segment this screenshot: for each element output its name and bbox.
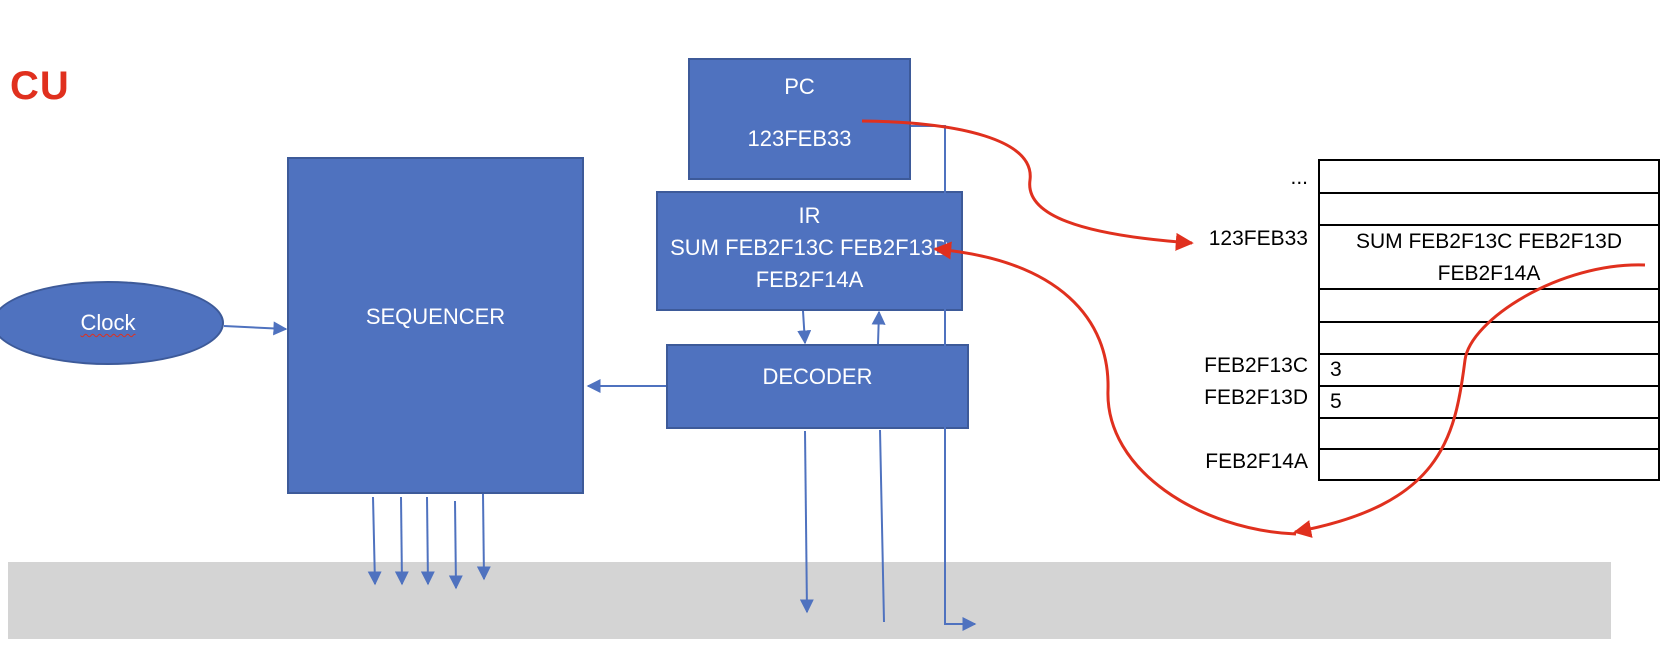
memory-row-result xyxy=(1320,448,1658,479)
clock-node: Clock xyxy=(0,281,224,365)
bus-to-decoder-line xyxy=(879,429,885,623)
memory-to-ir-arrow xyxy=(1293,263,1646,538)
memory-address-instr: 123FEB33 xyxy=(1208,227,1308,250)
ir-instruction-line1: SUM FEB2F13C FEB2F13D xyxy=(670,235,949,260)
memory-to-ir-return-arrow xyxy=(933,241,1297,536)
memory-address-op2: FEB2F13D xyxy=(1204,386,1308,409)
sequencer-label: SEQUENCER xyxy=(365,304,506,329)
ir-label: IR xyxy=(798,203,821,228)
memory-row xyxy=(1320,288,1658,321)
decoder-block: DECODER xyxy=(666,344,969,429)
control-line-arrow xyxy=(448,500,463,590)
decoder-label: DECODER xyxy=(762,364,873,389)
pc-register: PC 123FEB33 xyxy=(688,58,911,180)
clock-to-sequencer-arrow xyxy=(223,321,288,336)
memory-row-instruction: SUM FEB2F13C FEB2F13D FEB2F14A xyxy=(1320,224,1658,288)
ir-register: IR SUM FEB2F13C FEB2F13D FEB2F14A xyxy=(656,191,963,311)
sequencer-block: SEQUENCER xyxy=(287,157,584,494)
decoder-to-ir-arrow xyxy=(871,310,886,345)
pc-value: 123FEB33 xyxy=(747,126,852,151)
memory-op1-value: 3 xyxy=(1330,358,1342,381)
control-line-arrow xyxy=(367,496,382,586)
memory-row-op1: 3 xyxy=(1320,353,1658,385)
memory-address-result: FEB2F14A xyxy=(1205,450,1308,473)
pc-label: PC xyxy=(784,74,815,99)
ir-to-decoder-arrow xyxy=(797,310,812,345)
decoder-bus-arrow xyxy=(799,430,814,614)
memory-row xyxy=(1320,192,1658,224)
memory-row-op2: 5 xyxy=(1320,385,1658,417)
cu-title: CU xyxy=(10,64,70,108)
pc-to-memory-arrow xyxy=(861,119,1194,251)
pc-bus-connector xyxy=(911,125,977,631)
memory-ellipsis: ... xyxy=(1290,166,1308,189)
control-line-arrow xyxy=(420,496,435,586)
memory-instr-line1: SUM FEB2F13C FEB2F13D xyxy=(1355,230,1623,253)
ir-instruction-line2: FEB2F14A xyxy=(755,267,864,292)
control-line-arrow xyxy=(476,493,491,581)
memory-op2-value: 5 xyxy=(1330,390,1342,413)
memory-address-op1: FEB2F13C xyxy=(1204,354,1308,377)
memory-instr-line2: FEB2F14A xyxy=(1437,262,1541,285)
control-line-arrow xyxy=(394,496,409,586)
clock-label: Clock xyxy=(80,310,136,335)
memory-row xyxy=(1320,417,1658,448)
